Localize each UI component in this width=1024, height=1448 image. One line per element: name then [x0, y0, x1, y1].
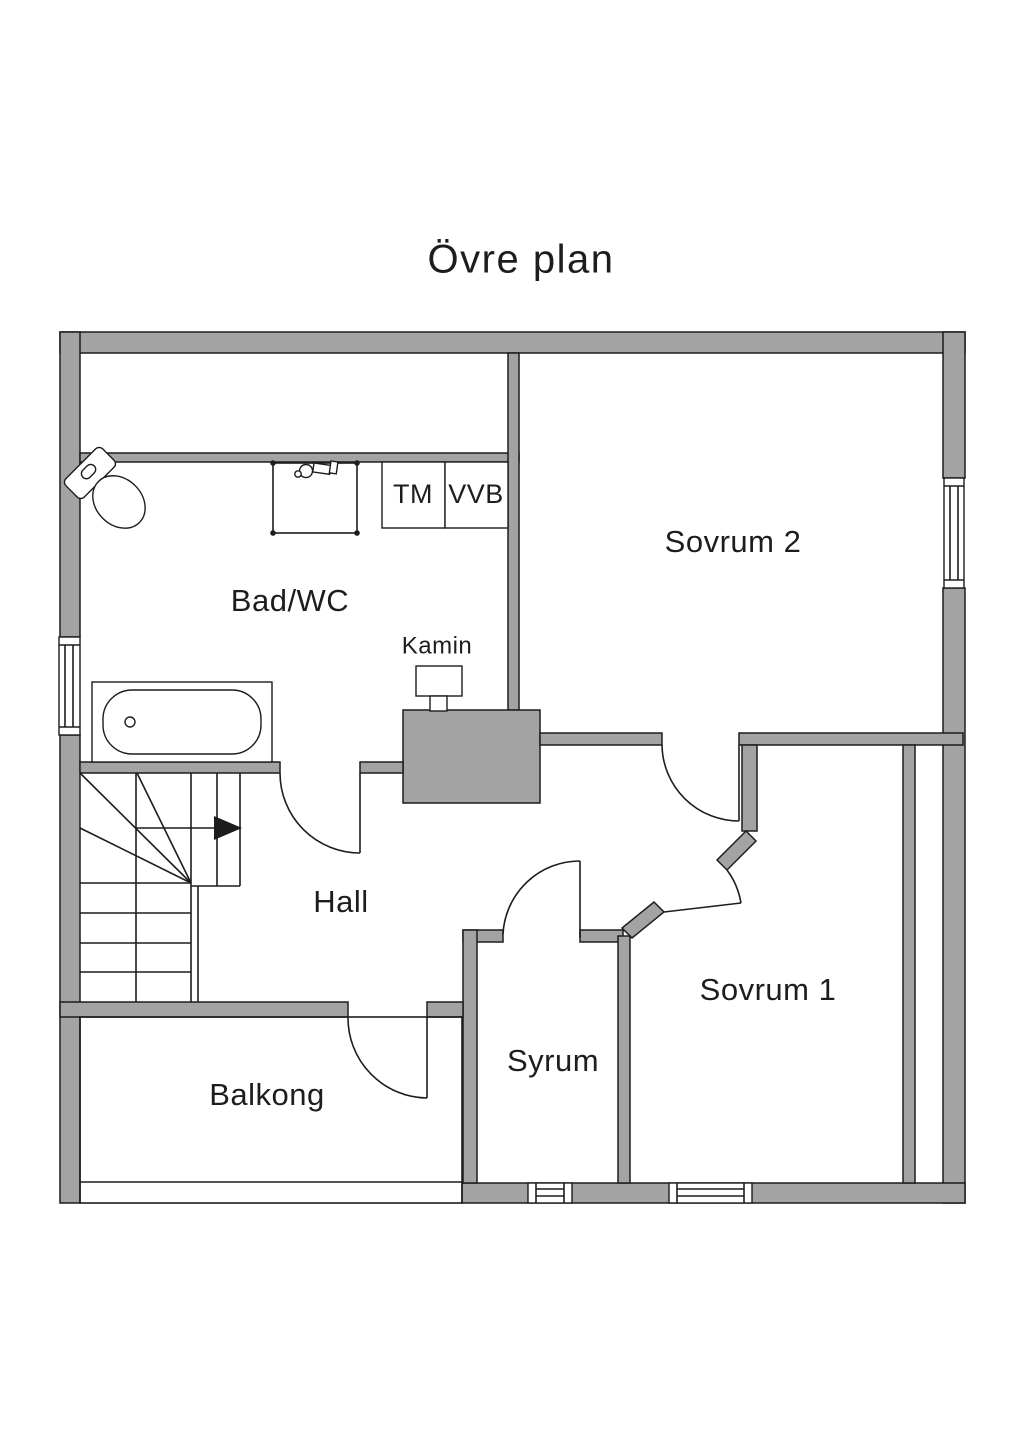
- wall-hall-bottom-left: [59, 1001, 349, 1018]
- wall-right-exterior-upper: [942, 331, 966, 479]
- door-badwc: [279, 772, 361, 854]
- staircase: [79, 772, 242, 1002]
- wall-badwc-top: [79, 452, 520, 463]
- washing-machine-label: TM: [393, 479, 433, 509]
- room-label-balkong: Balkong: [209, 1077, 325, 1112]
- fireplace-icon: [415, 665, 463, 712]
- wall-chimney-left-stub: [359, 761, 404, 774]
- bathtub-icon: [91, 681, 273, 763]
- stair-direction-arrow-icon: [214, 816, 242, 840]
- door-balcony: [347, 1016, 428, 1099]
- wall-sovrum1-top-vertical: [741, 744, 758, 832]
- shower-icon: [270, 460, 360, 536]
- door-sovrum1: [663, 869, 742, 913]
- wall-sovrum2-bottom-right: [738, 732, 964, 746]
- wall-syrum-sovrum1: [617, 935, 631, 1184]
- room-labels: Övre plan Bad/WC Sovrum 2 Hall Sovrum 1 …: [209, 238, 836, 1113]
- chimney-block: [402, 709, 541, 804]
- door-sovrum2: [661, 744, 740, 822]
- window-left: [58, 636, 81, 736]
- wall-sovrum1-right: [902, 744, 916, 1184]
- water-heater-box: VVB: [444, 461, 509, 529]
- page-title: Övre plan: [428, 238, 615, 282]
- window-right: [943, 477, 965, 589]
- wall-hall-bottom-right: [426, 1001, 464, 1018]
- walls: [59, 331, 966, 1204]
- wall-badwc-right: [507, 352, 520, 711]
- wall-syrum-left: [462, 929, 478, 1184]
- room-label-hall: Hall: [313, 884, 368, 919]
- wall-left-exterior-lower: [59, 734, 81, 1204]
- balcony-border: [79, 1016, 463, 1204]
- wall-sovrum1-diagonal-upper: [715, 829, 758, 872]
- window-bottom-large: [668, 1182, 753, 1204]
- water-heater-label: VVB: [448, 479, 504, 509]
- room-label-sovrum2: Sovrum 2: [665, 524, 802, 559]
- room-label-sovrum1: Sovrum 1: [700, 972, 837, 1007]
- doors: [279, 744, 742, 1099]
- room-label-badwc: Bad/WC: [231, 583, 349, 618]
- windows: [58, 477, 965, 1204]
- wall-sovrum1-diagonal-lower: [620, 900, 666, 940]
- fireplace-label: Kamin: [402, 632, 473, 659]
- wall-right-exterior-lower: [942, 587, 966, 1204]
- door-syrum: [502, 860, 581, 938]
- wall-syrum-top-right: [579, 929, 624, 943]
- washing-machine-box: TM: [381, 461, 446, 529]
- window-bottom-small: [527, 1182, 573, 1204]
- wall-badwc-bottom: [79, 761, 281, 774]
- wall-sovrum2-bottom-left: [539, 732, 663, 746]
- wall-top-exterior: [59, 331, 966, 354]
- room-label-syrum: Syrum: [507, 1043, 599, 1078]
- balcony-outline: [79, 1016, 463, 1204]
- toilet-icon: [63, 446, 146, 529]
